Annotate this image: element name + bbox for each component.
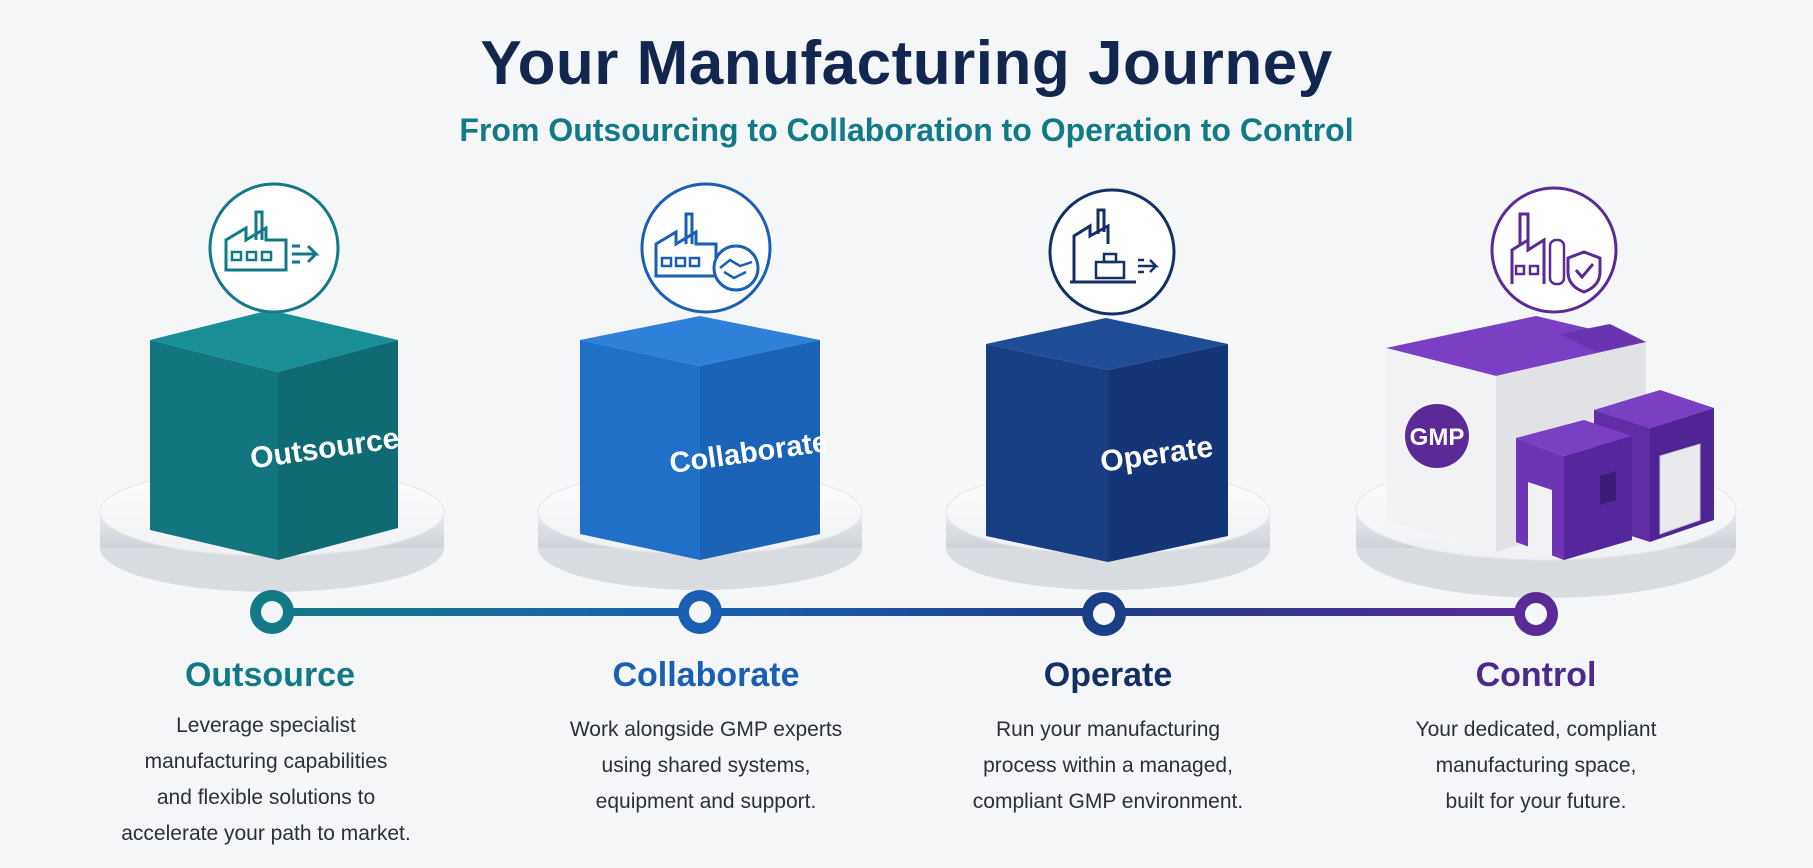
factory-shield-icon xyxy=(1490,186,1618,314)
description-line: equipment and support. xyxy=(595,790,817,813)
page-title: Your Manufacturing Journey xyxy=(480,29,1333,98)
description-line: and flexible solutions to xyxy=(156,786,376,809)
stage-collaborate: Collaborate xyxy=(537,182,863,634)
timeline-line xyxy=(272,608,1534,616)
stage-description-control: Your dedicated, compliant manufacturing … xyxy=(1356,712,1716,820)
factory-arrow-icon xyxy=(208,182,340,314)
description-line: process within a managed, xyxy=(983,754,1233,777)
description-line: Your dedicated, compliant xyxy=(1415,718,1657,741)
timeline-node xyxy=(250,590,294,634)
stage-operate: Operate xyxy=(945,188,1271,636)
description-line: manufacturing capabilities xyxy=(144,750,388,773)
stage-description-collaborate: Work alongside GMP experts using shared … xyxy=(526,712,886,820)
timeline-node xyxy=(678,590,722,634)
gmp-badge: GMP xyxy=(1410,424,1465,451)
description-line: Leverage specialist xyxy=(176,714,356,737)
stage-outsource: Outsource xyxy=(99,182,445,634)
stage-title-collaborate: Collaborate xyxy=(612,656,800,694)
stage-description-operate: Run your manufacturing process within a … xyxy=(928,712,1288,820)
operate-cube: Operate xyxy=(986,318,1228,562)
timeline-node xyxy=(1514,592,1558,636)
stage-title-operate: Operate xyxy=(1043,656,1173,694)
description-line: compliant GMP environment. xyxy=(972,790,1244,813)
page-subtitle: From Outsourcing to Collaboration to Ope… xyxy=(459,112,1354,148)
description-line: Run your manufacturing xyxy=(995,718,1221,741)
description-line: built for your future. xyxy=(1445,790,1627,813)
description-line: accelerate your path to market. xyxy=(121,822,411,845)
description-line: manufacturing space, xyxy=(1435,754,1637,777)
stage-control: GMP xyxy=(1355,186,1737,636)
gmp-building: GMP xyxy=(1386,316,1714,560)
description-line: Work alongside GMP experts xyxy=(569,718,843,741)
collaborate-cube: Collaborate xyxy=(580,316,830,560)
stage-title-outsource: Outsource xyxy=(184,656,356,694)
factory-conveyor-icon xyxy=(1048,188,1176,316)
stage-description-outsource: Leverage specialist manufacturing capabi… xyxy=(86,708,446,852)
stage-title-control: Control xyxy=(1475,656,1597,694)
outsource-cube: Outsource xyxy=(150,310,401,560)
factory-handshake-icon xyxy=(640,182,772,314)
description-line: using shared systems, xyxy=(601,754,811,777)
timeline-node xyxy=(1082,592,1126,636)
